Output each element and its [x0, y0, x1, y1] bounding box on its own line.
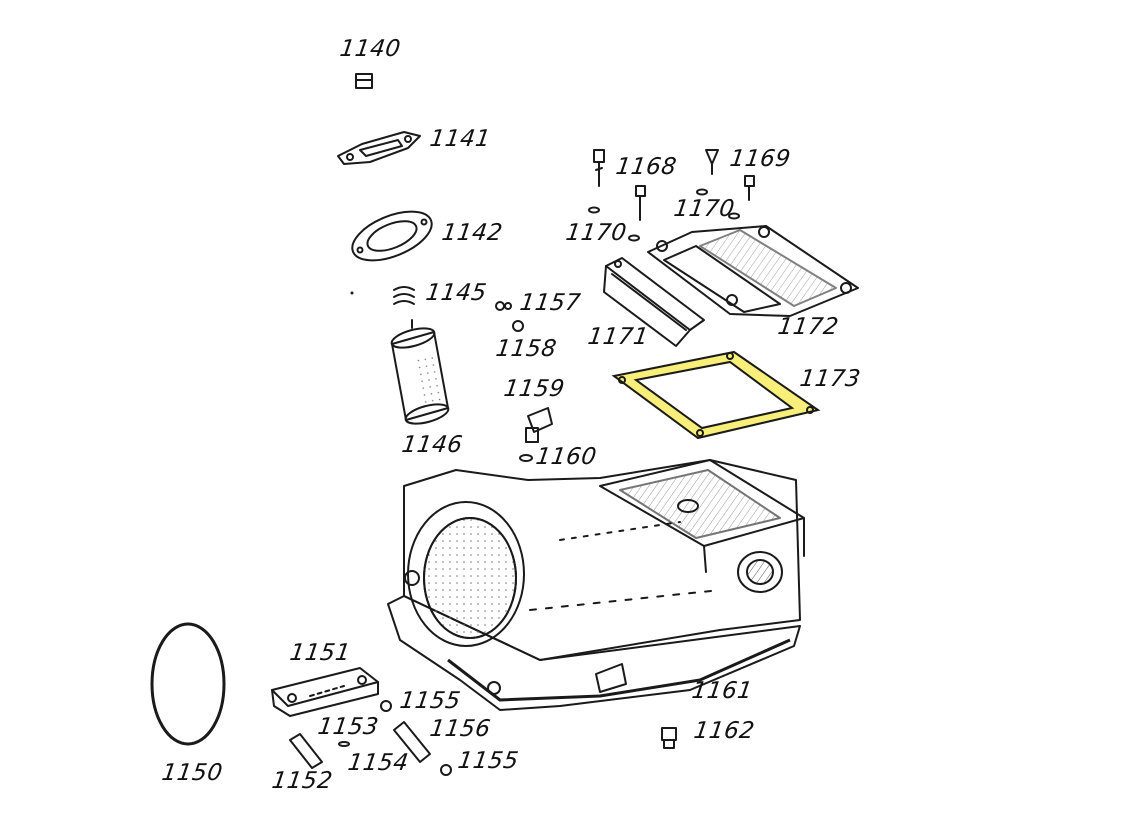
label-1170-left: 1170	[564, 220, 629, 246]
part-1141-flange-gasket	[337, 131, 421, 165]
label-1169: 1169	[728, 146, 793, 172]
main-gear-housing	[387, 459, 805, 711]
label-1171: 1171	[586, 324, 651, 350]
label-1141: 1141	[428, 126, 493, 152]
part-1171-bracket	[603, 257, 705, 347]
part-1160-washer	[519, 454, 533, 462]
label-1156: 1156	[428, 716, 493, 742]
label-1155-upper: 1155	[398, 688, 463, 714]
part-1152-pin	[289, 733, 323, 769]
part-1145-spring	[350, 286, 415, 305]
part-1162-plug	[661, 727, 677, 749]
label-1142: 1142	[440, 220, 505, 246]
label-1161: 1161	[690, 678, 755, 704]
label-1159: 1159	[502, 376, 567, 402]
label-1170-right: 1170	[672, 196, 737, 222]
label-1173: 1173	[798, 366, 863, 392]
part-1158-washer	[512, 320, 524, 332]
part-1159-plug	[525, 407, 553, 443]
part-1146-filter-cartridge	[390, 319, 450, 425]
label-1153: 1153	[316, 714, 381, 740]
label-1154: 1154	[346, 750, 411, 776]
label-1157: 1157	[518, 290, 583, 316]
part-1156-pin	[393, 721, 431, 763]
label-1162: 1162	[692, 718, 757, 744]
part-1153-1154-1155-small-parts	[338, 700, 452, 776]
part-1151-link-plate	[271, 667, 379, 717]
label-1145: 1145	[424, 280, 489, 306]
part-1170-washers	[588, 188, 740, 242]
part-1150-o-ring	[150, 622, 226, 746]
label-1160: 1160	[534, 444, 599, 470]
part-1172-cover-plate	[647, 225, 859, 317]
label-1168: 1168	[614, 154, 679, 180]
part-1142-round-gasket	[351, 210, 433, 262]
label-1140: 1140	[338, 36, 403, 62]
part-1169-bolt	[705, 149, 755, 201]
label-1151: 1151	[288, 640, 353, 666]
label-1146: 1146	[400, 432, 465, 458]
part-1168-bolt	[593, 149, 646, 221]
label-1152: 1152	[270, 768, 335, 794]
label-1150: 1150	[160, 760, 225, 786]
label-1172: 1172	[776, 314, 841, 340]
label-1158: 1158	[494, 336, 559, 362]
label-1155-lower: 1155	[456, 748, 521, 774]
part-1157-screw	[495, 301, 512, 311]
part-1140-plug	[355, 73, 373, 89]
part-1173-cover-gasket	[611, 350, 821, 440]
